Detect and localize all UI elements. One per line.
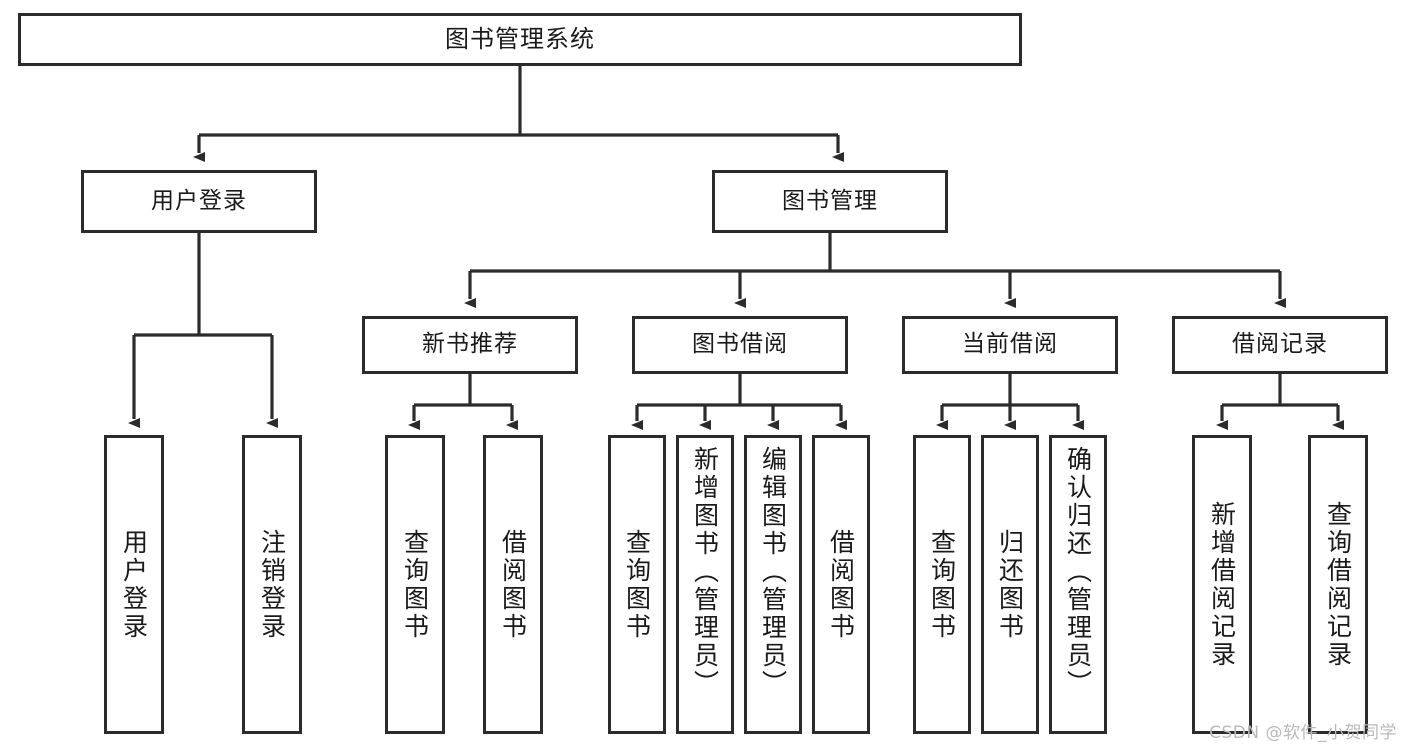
node-leaf-add-book-admin[interactable]: 新增图书（管理员） (676, 435, 734, 734)
node-leaf-logout[interactable]: 注销登录 (242, 435, 302, 734)
node-new-book-recommend-label: 新书推荐 (422, 331, 518, 358)
node-book-borrow[interactable]: 图书借阅 (632, 316, 848, 374)
node-book-manage-label: 图书管理 (782, 187, 878, 214)
node-leaf-borrow-book-1[interactable]: 借阅图书 (483, 435, 543, 734)
node-current-borrow[interactable]: 当前借阅 (902, 316, 1118, 374)
node-leaf-user-login-label: 用户登录 (119, 528, 149, 641)
node-leaf-edit-book-admin[interactable]: 编辑图书（管理员） (744, 435, 802, 734)
node-leaf-borrow-book-2[interactable]: 借阅图书 (812, 435, 870, 734)
node-leaf-return-book-label: 归还图书 (995, 528, 1025, 641)
node-book-borrow-label: 图书借阅 (692, 331, 788, 358)
node-leaf-query-book-1-label: 查询图书 (400, 528, 430, 641)
node-leaf-add-book-admin-label: 新增图书（管理员） (690, 446, 720, 698)
node-new-book-recommend[interactable]: 新书推荐 (362, 316, 578, 374)
node-borrow-record[interactable]: 借阅记录 (1172, 316, 1388, 374)
csdn-watermark: CSDN @软件_小贺同学 (1209, 723, 1397, 743)
node-leaf-borrow-book-2-label: 借阅图书 (826, 528, 856, 641)
node-leaf-confirm-return-admin-label: 确认归还（管理员） (1063, 446, 1093, 698)
node-leaf-query-record[interactable]: 查询借阅记录 (1308, 435, 1368, 734)
node-leaf-return-book[interactable]: 归还图书 (981, 435, 1039, 734)
node-leaf-query-book-3[interactable]: 查询图书 (913, 435, 971, 734)
node-leaf-user-login[interactable]: 用户登录 (104, 435, 164, 734)
node-leaf-query-book-3-label: 查询图书 (927, 528, 957, 641)
node-current-borrow-label: 当前借阅 (962, 331, 1058, 358)
node-leaf-confirm-return-admin[interactable]: 确认归还（管理员） (1049, 435, 1107, 734)
node-leaf-borrow-book-1-label: 借阅图书 (498, 528, 528, 641)
node-borrow-record-label: 借阅记录 (1232, 331, 1328, 358)
node-leaf-query-book-1[interactable]: 查询图书 (385, 435, 445, 734)
node-leaf-edit-book-admin-label: 编辑图书（管理员） (758, 446, 788, 698)
node-leaf-add-record[interactable]: 新增借阅记录 (1192, 435, 1252, 734)
node-root[interactable]: 图书管理系统 (18, 13, 1022, 66)
node-book-manage[interactable]: 图书管理 (712, 170, 948, 233)
node-leaf-add-record-label: 新增借阅记录 (1207, 500, 1237, 669)
node-leaf-query-book-2-label: 查询图书 (622, 528, 652, 641)
node-leaf-logout-label: 注销登录 (257, 528, 287, 641)
node-leaf-query-book-2[interactable]: 查询图书 (608, 435, 666, 734)
node-user-login[interactable]: 用户登录 (81, 170, 317, 233)
node-leaf-query-record-label: 查询借阅记录 (1323, 500, 1353, 669)
node-user-login-label: 用户登录 (151, 187, 247, 214)
node-root-label: 图书管理系统 (445, 25, 595, 54)
